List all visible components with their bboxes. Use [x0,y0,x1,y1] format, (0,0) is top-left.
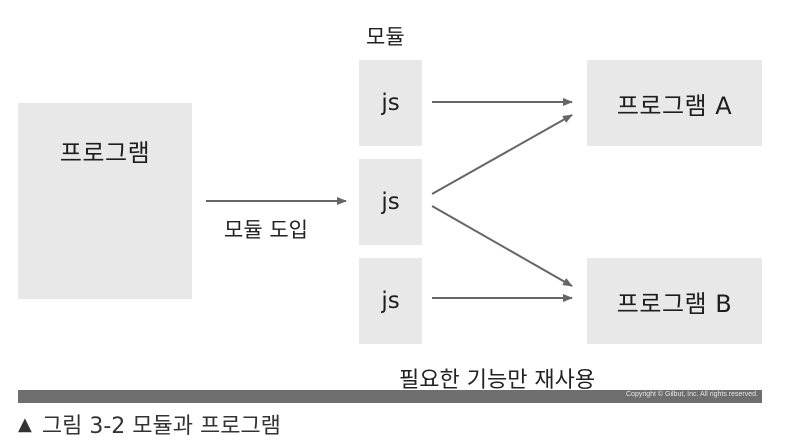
module-box-3: js [359,258,422,344]
footer-bar: Copyright © Gilbut, Inc. All rights rese… [18,390,762,403]
import-label: 모듈 도입 [224,218,308,242]
module2-to-program-b-arrow [431,205,573,287]
program-box: 프로그램 [18,103,192,299]
module-js-label: js [381,189,400,215]
copyright-text: Copyright © Gilbut, Inc. All rights rese… [626,391,758,398]
triangle-marker-icon: ▲ [18,413,32,435]
program-a-box: 프로그램 A [587,60,762,146]
module-js-label: js [381,90,400,116]
module-box-1: js [359,60,422,146]
program-b-label: 프로그램 B [616,289,733,318]
module-js-label: js [381,288,400,314]
program-label: 프로그램 [59,139,151,167]
module-heading: 모듈 [366,25,405,49]
module-box-2: js [359,159,422,245]
reuse-label: 필요한 기능만 재사용 [399,368,596,393]
caption-text: 그림 3-2 모듈과 프로그램 [41,414,281,439]
program-a-label: 프로그램 A [616,91,733,120]
figure-caption: ▲ 그림 3-2 모듈과 프로그램 [18,408,281,440]
module2-to-program-a-arrow [431,114,573,195]
program-b-box: 프로그램 B [587,258,762,344]
